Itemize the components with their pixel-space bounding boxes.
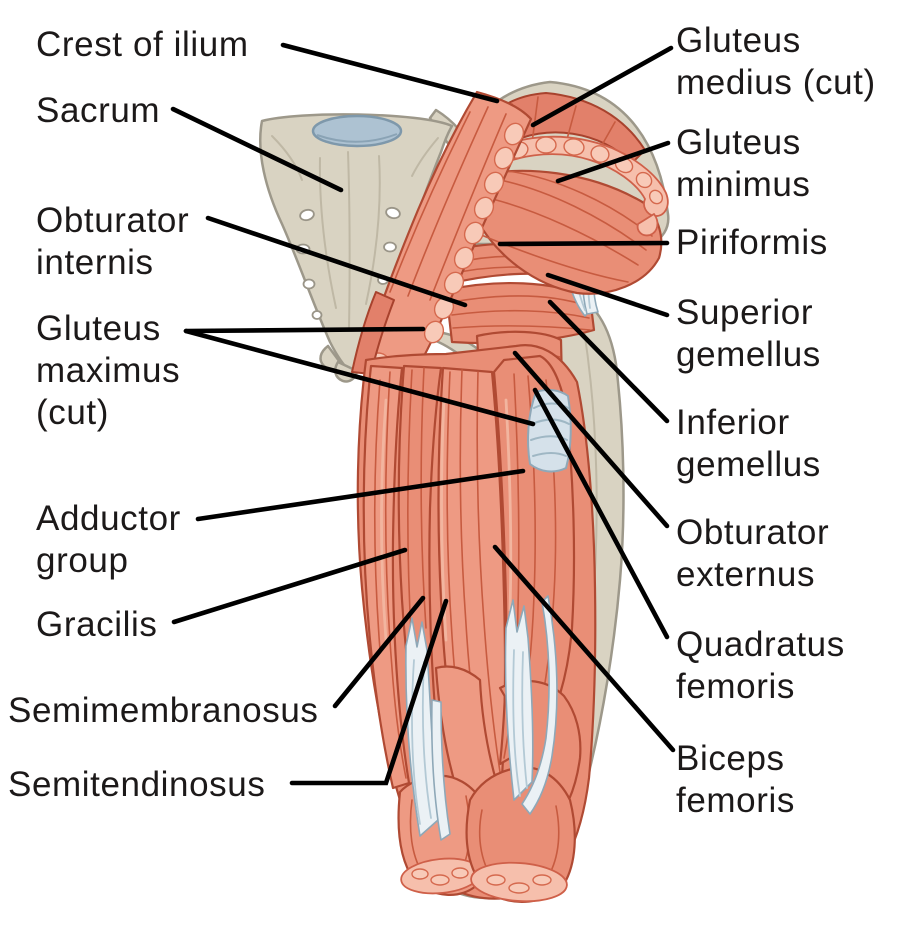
- leader-crest-of-ilium: [280, 42, 500, 104]
- label-gracilis: Gracilis: [36, 605, 158, 644]
- label-biceps-femoris: Biceps femoris: [676, 739, 795, 820]
- label-sacrum: Sacrum: [36, 91, 161, 130]
- leader-adductor-group: [195, 468, 526, 522]
- leader-inferior-gemellus: [547, 299, 670, 424]
- leader-piriformis: [497, 240, 670, 247]
- leader-gracilis: [171, 547, 408, 625]
- leader-biceps-femoris: [492, 544, 676, 753]
- label-obturator-internis: Obturator internis: [36, 201, 190, 282]
- label-gluteus-minimus: Gluteus minimus: [676, 123, 811, 204]
- gluteus-maximus-insertion-tendon: [527, 388, 572, 473]
- hamstring-tendons: [405, 595, 558, 841]
- leader-sacrum: [170, 106, 344, 193]
- leader-quadratus-femoris: [532, 387, 670, 640]
- leader-obturator-externus: [512, 350, 670, 529]
- gluteus-maximus-cut-strip: [351, 90, 533, 381]
- leader-obturator-internis: [205, 215, 468, 308]
- label-inferior-gemellus: Inferior gemellus: [676, 403, 821, 484]
- leader-semimembranosus: [332, 595, 426, 709]
- label-semimembranosus: Semimembranosus: [8, 691, 319, 730]
- label-adductor-group: Adductor group: [36, 499, 181, 580]
- leader-gluteus-minimus: [555, 140, 671, 184]
- leader-gluteus-medius: [530, 45, 674, 128]
- label-semitendinosus: Semitendinosus: [8, 765, 266, 804]
- leader-gluteus-maximus-upper: [183, 326, 426, 334]
- label-crest-of-ilium: Crest of ilium: [36, 25, 249, 64]
- label-gluteus-maximus-cut: Gluteus maximus (cut): [36, 309, 181, 432]
- label-quadratus-femoris: Quadratus femoris: [676, 625, 845, 706]
- leader-gluteus-maximus-lower: [183, 328, 536, 427]
- label-gluteus-medius-cut: Gluteus medius (cut): [676, 21, 876, 102]
- label-obturator-externus: Obturator externus: [676, 513, 830, 594]
- label-piriformis: Piriformis: [676, 223, 828, 262]
- leader-semitendinosus: [289, 598, 449, 786]
- intervertebral-disc: [311, 114, 403, 148]
- leader-superior-gemellus: [545, 272, 670, 318]
- leader-lines: [170, 42, 676, 786]
- label-superior-gemellus: Superior gemellus: [676, 293, 821, 374]
